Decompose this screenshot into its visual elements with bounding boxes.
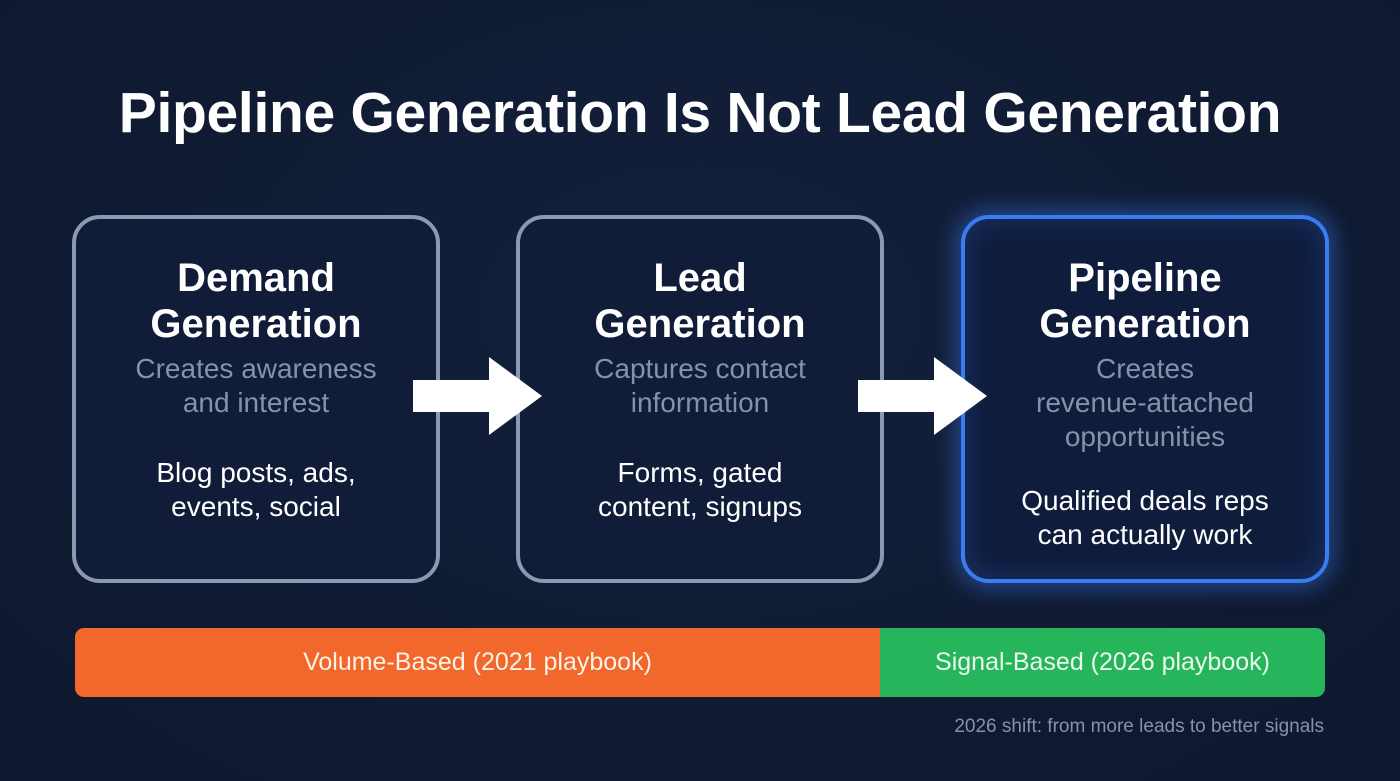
footnote: 2026 shift: from more leads to better si… [954,716,1324,737]
stage-title: Pipeline Generation [965,255,1325,347]
stage-card-demand-generation: Demand Generation Creates awareness and … [72,215,440,583]
volume-based-label: Volume-Based (2021 playbook) [303,648,652,676]
stage-card-lead-generation: Lead Generation Captures contact informa… [516,215,884,583]
signal-based-segment: Signal-Based (2026 playbook) [880,628,1325,697]
stage-description-line: and interest [182,387,330,418]
playbook-comparison-bar: Volume-Based (2021 playbook) Signal-Base… [75,628,1325,697]
stage-title-line: Demand [177,256,335,300]
stage-description-line: revenue-attached [1036,387,1254,418]
stage-examples: Forms, gated content, signups [520,456,880,524]
stage-examples-line: can actually work [1037,519,1253,550]
stage-examples-line: content, signups [598,491,802,522]
stage-description: Creates revenue-attached opportunities [965,352,1325,454]
stage-examples: Qualified deals reps can actually work [965,484,1325,552]
arrow-right-icon [413,357,542,435]
stage-card-pipeline-generation: Pipeline Generation Creates revenue-atta… [961,215,1329,583]
stage-description-line: opportunities [1064,421,1226,452]
page-title: Pipeline Generation Is Not Lead Generati… [118,81,1282,145]
stage-description-line: Creates awareness [135,353,377,384]
arrow-right-icon [858,357,987,435]
stage-title-line: Generation [150,302,362,346]
stage-examples-line: Qualified deals reps [1021,485,1269,516]
signal-based-label: Signal-Based (2026 playbook) [935,648,1270,676]
stage-description-line: information [630,387,770,418]
stage-examples-line: Blog posts, ads, [156,457,356,488]
stage-description-line: Creates [1095,353,1195,384]
stage-title: Lead Generation [520,255,880,347]
stage-title-line: Generation [1039,302,1251,346]
stage-examples: Blog posts, ads, events, social [76,456,436,524]
stage-title-line: Pipeline [1068,256,1222,300]
stage-examples-line: Forms, gated [617,457,783,488]
stage-description-line: Captures contact [594,353,806,384]
stage-description: Captures contact information [520,352,880,420]
stage-title: Demand Generation [76,255,436,347]
stage-title-line: Lead [653,256,747,300]
stage-description: Creates awareness and interest [76,352,436,420]
stage-title-line: Generation [594,302,806,346]
volume-based-segment: Volume-Based (2021 playbook) [75,628,880,697]
stage-examples-line: events, social [171,491,341,522]
